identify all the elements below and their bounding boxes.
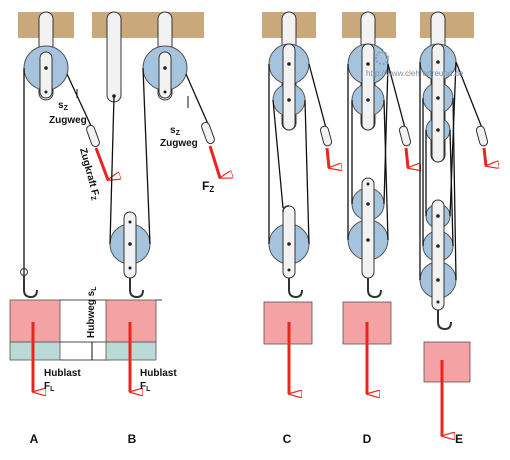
pulley-axle-strap: [361, 177, 375, 279]
sz-label: sZ: [170, 125, 181, 137]
load-box: [423, 341, 471, 383]
axle: [287, 98, 291, 102]
axle: [287, 268, 291, 272]
rope: [449, 61, 457, 217]
axle: [287, 62, 291, 66]
force-arrow-pull: [325, 147, 329, 168]
axle: [366, 182, 370, 186]
load-hook: [437, 310, 452, 331]
panel-d-load: [342, 301, 392, 394]
rope: [185, 73, 209, 125]
watermark: http://www.clehrerfreund.de: [366, 51, 464, 78]
hanger-strap: [106, 11, 122, 103]
pulley-axle-strap: [282, 43, 296, 131]
axle: [163, 66, 167, 70]
panel-label-c: C: [283, 432, 292, 446]
axle: [128, 242, 132, 246]
pulley-axle-strap: [431, 43, 445, 163]
axle: [366, 202, 370, 206]
gear-icon: [375, 51, 389, 65]
axle: [163, 90, 167, 94]
axle: [287, 242, 291, 246]
fl-label: FL: [44, 381, 55, 393]
panel-a-load: Hublast FL: [9, 299, 81, 393]
axle: [436, 278, 440, 282]
rope: [142, 67, 151, 245]
lifted-band: [9, 341, 61, 361]
pull-handle: [201, 121, 215, 145]
rope: [66, 73, 93, 129]
rope: [308, 63, 327, 129]
hublast-label: Hublast: [44, 368, 81, 379]
axle: [44, 90, 48, 94]
panel-c-pulley-block: [268, 11, 333, 299]
pull-handle: [319, 125, 333, 147]
fl-label: FL: [140, 381, 151, 393]
load-hook: [129, 278, 144, 299]
force-arrow-pull: [482, 147, 486, 166]
sz-label: sZ: [58, 100, 69, 112]
rope: [383, 63, 389, 205]
pulley-axle-strap: [39, 51, 53, 99]
panel-label-d: D: [363, 432, 372, 446]
top-hook: [282, 205, 290, 213]
axle: [128, 266, 132, 270]
rope: [387, 63, 406, 129]
hubweg-indicator: Hubweg sL: [60, 286, 110, 361]
rope: [272, 99, 284, 209]
axle: [366, 238, 370, 242]
rope: [383, 99, 389, 241]
pulley-axle-strap: [361, 43, 375, 131]
panel-b-load: Hublast FL: [105, 299, 177, 393]
axle: [436, 300, 440, 304]
pulley-axle-strap: [158, 51, 172, 99]
panel-c-load: [263, 301, 313, 394]
force-arrow-pull: [404, 147, 408, 168]
rope: [304, 99, 310, 245]
axle: [366, 62, 370, 66]
watermark-text: http://www.clehrerfreund.de: [366, 69, 464, 78]
panel-e-load: [423, 341, 471, 436]
hublast-label: Hublast: [140, 368, 177, 379]
axle: [436, 60, 440, 64]
axle: [44, 66, 48, 70]
load-hook: [23, 276, 38, 299]
zugweg-label: Zugweg: [160, 138, 198, 149]
panel-e-pulley-block: [419, 11, 489, 331]
axle: [366, 98, 370, 102]
pull-handle: [86, 124, 100, 148]
panel-d-pulley-block: [347, 11, 412, 299]
load-box: [9, 299, 61, 343]
ceiling-block: [420, 12, 474, 38]
force-arrow-pull: [208, 145, 220, 178]
force-arrow-pull: [94, 147, 108, 180]
load-hook: [288, 278, 303, 299]
axle: [436, 96, 440, 100]
rope: [109, 95, 115, 245]
panel-label-e: E: [455, 432, 463, 446]
panel-label-a: A: [30, 432, 39, 446]
ceilings: [18, 12, 474, 38]
axle: [436, 244, 440, 248]
pull-handle: [475, 125, 489, 147]
fz-label: FZ: [202, 179, 214, 194]
load-hook: [367, 278, 382, 299]
rope-ring: [20, 268, 28, 276]
axle: [436, 214, 440, 218]
pull-handle: [398, 125, 412, 147]
zugweg-label: Zugweg: [49, 115, 87, 126]
axle: [436, 128, 440, 132]
hubweg-label: Hubweg sL: [86, 286, 98, 338]
panel-labels: A B C D E: [30, 432, 463, 446]
panel-b-fixed-and-movable: sZ Zugweg FZ: [106, 11, 220, 299]
panel-label-b: B: [128, 432, 137, 446]
rope: [455, 61, 483, 129]
axle: [128, 220, 132, 224]
panel-a-fixed-pulley: sZ Zugweg Zugkraft FZ: [20, 11, 109, 299]
pulley-axle-strap: [282, 205, 296, 279]
